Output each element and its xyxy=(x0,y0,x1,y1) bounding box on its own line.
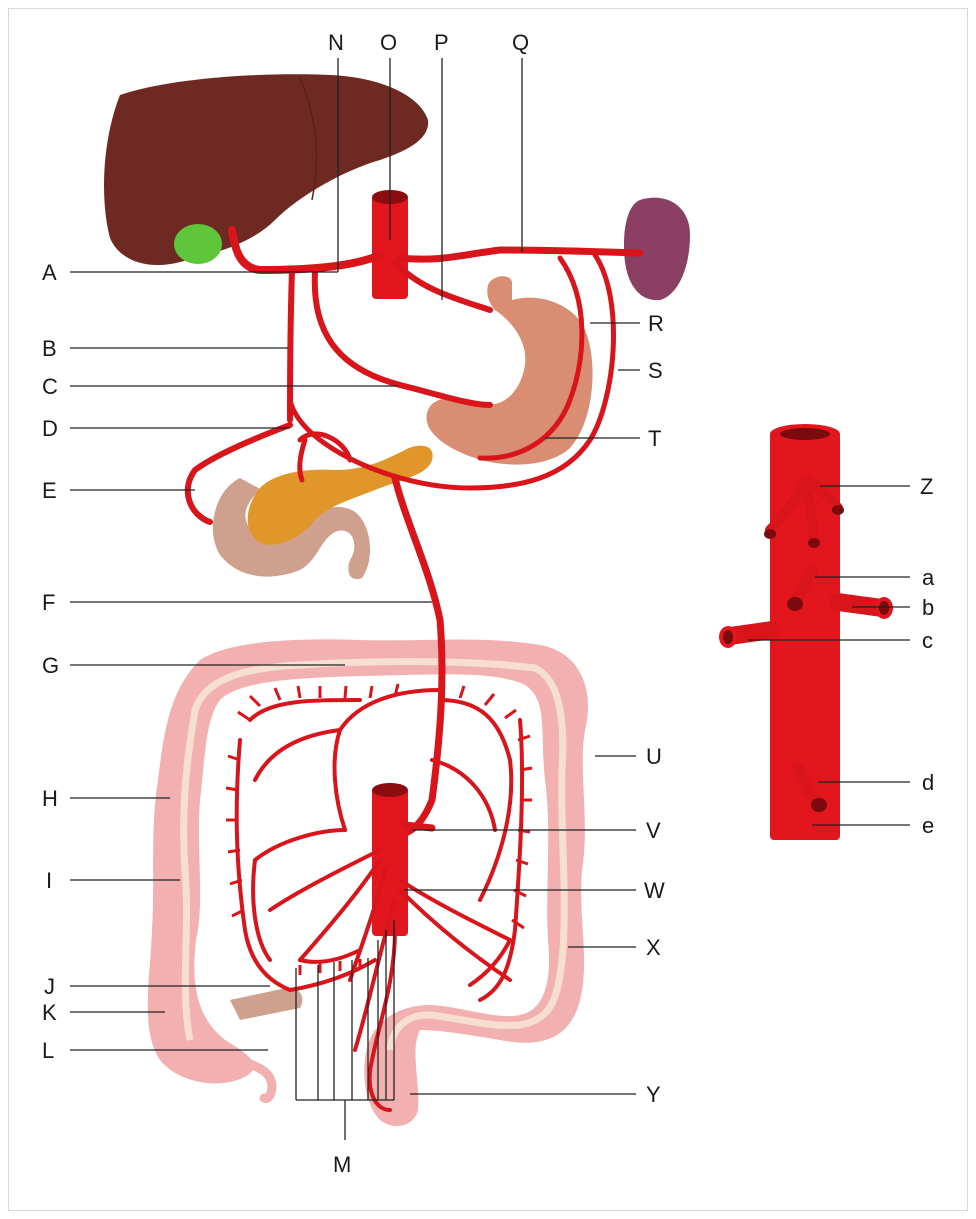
left-gastric-artery xyxy=(392,259,493,313)
inferior-mesenteric-artery xyxy=(401,821,436,832)
label-E: E xyxy=(42,478,57,503)
splenic-artery xyxy=(396,246,644,263)
label-K: K xyxy=(42,1000,57,1025)
label-A: A xyxy=(42,260,57,285)
label-Y: Y xyxy=(646,1082,661,1107)
left-gastroepiploic-artery xyxy=(287,252,616,491)
pancreatic-branch xyxy=(297,431,353,483)
short-gastric-arcade xyxy=(477,255,585,461)
labels: A B C D E F G H I J K L M N O P Q R S T … xyxy=(42,30,935,1177)
label-J: J xyxy=(44,974,55,999)
spleen xyxy=(623,197,690,301)
liver xyxy=(104,74,429,266)
label-G: G xyxy=(42,653,59,678)
stomach xyxy=(426,276,593,465)
label-N: N xyxy=(328,30,344,55)
vasa-recta xyxy=(225,683,533,975)
label-S: S xyxy=(648,358,663,383)
label-D: D xyxy=(42,416,58,441)
colon xyxy=(147,639,588,1127)
appendix xyxy=(233,1053,277,1103)
label-R: R xyxy=(648,311,664,336)
label-H: H xyxy=(42,786,58,811)
inset-renal-left xyxy=(721,621,781,645)
inset-aorta-trunk xyxy=(770,432,840,840)
label-C: C xyxy=(42,374,58,399)
liver-lobe-line xyxy=(299,77,318,201)
superior-rectal-artery xyxy=(367,928,397,1112)
colon-taenia xyxy=(180,658,568,1051)
label-Q: Q xyxy=(512,30,529,55)
leader-lines xyxy=(70,58,910,1140)
label-e: e xyxy=(922,813,934,838)
superior-mesenteric-artery xyxy=(391,474,446,839)
mesenteric-arcades xyxy=(234,688,525,1052)
label-B: B xyxy=(42,336,57,361)
label-L: L xyxy=(42,1038,54,1063)
duodenum xyxy=(212,478,371,580)
aorta-lower-lumen xyxy=(372,783,408,797)
label-P: P xyxy=(434,30,449,55)
pancreaticoduodenal-arcade xyxy=(184,422,293,525)
label-c: c xyxy=(922,628,933,653)
label-X: X xyxy=(646,935,661,960)
terminal-ileum xyxy=(230,987,303,1020)
label-b: b xyxy=(922,595,934,620)
label-U: U xyxy=(646,744,662,769)
label-W: W xyxy=(644,878,665,903)
pancreas xyxy=(247,445,433,545)
label-O: O xyxy=(380,30,397,55)
label-T: T xyxy=(648,426,661,451)
label-V: V xyxy=(646,818,661,843)
figure-frame xyxy=(8,8,968,1211)
label-Z: Z xyxy=(920,474,933,499)
aorta-lower xyxy=(372,788,408,936)
gastroduodenal-artery xyxy=(287,267,295,423)
right-gastric-artery xyxy=(311,269,493,408)
gallbladder xyxy=(174,224,222,264)
label-I: I xyxy=(46,868,52,893)
aorta-upper xyxy=(372,195,408,299)
common-hepatic-artery xyxy=(228,226,384,274)
label-a: a xyxy=(922,565,935,590)
label-M: M xyxy=(333,1152,351,1177)
label-F: F xyxy=(42,590,55,615)
label-d: d xyxy=(922,770,934,795)
